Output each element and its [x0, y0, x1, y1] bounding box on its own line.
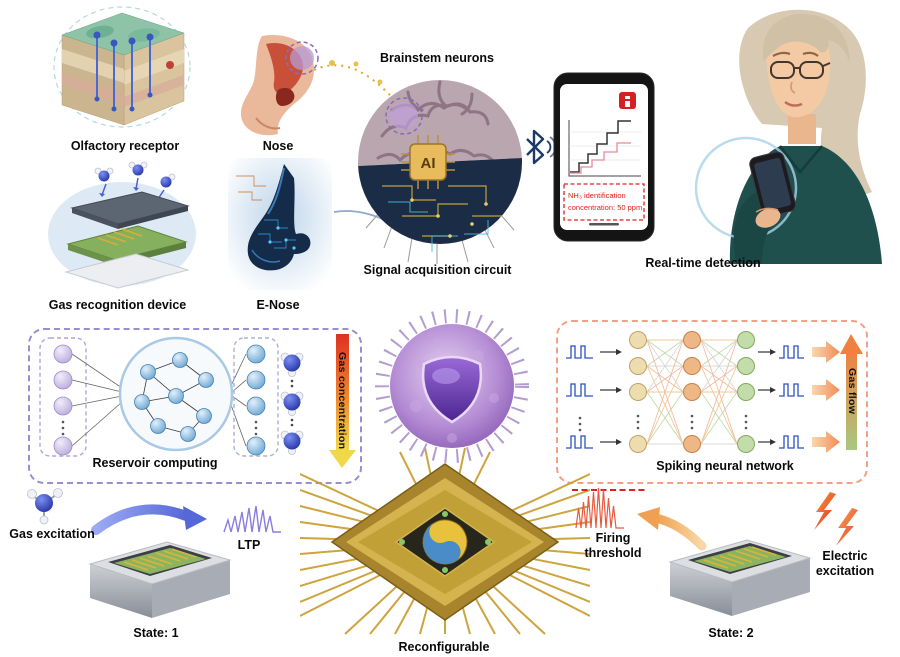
firing-spikes [572, 484, 652, 537]
gas-concentration-arrow [329, 334, 356, 468]
firing-threshold-line2: threshold [584, 545, 642, 560]
state2-label: State: 2 [708, 626, 754, 640]
realtime-detection-label: Real-time detection [645, 256, 761, 270]
ai-chip-label: AI [421, 155, 436, 172]
nose-illustration [232, 32, 328, 145]
nose-label: Nose [262, 139, 294, 153]
brain-circuit-illustration: AI [352, 66, 527, 271]
reconfigurable-chip-illustration [299, 446, 591, 641]
ltp-signal [222, 498, 302, 543]
reservoir-computing-label: Reservoir computing [92, 456, 218, 470]
nh3-alert-box: NH₃ identification concentration: 50 ppm [563, 183, 645, 221]
reconfigurable-label: Reconfigurable [398, 640, 490, 654]
enose-illustration [228, 158, 332, 295]
snn-label: Spiking neural network [656, 459, 794, 473]
olfactory-receptor-illustration [52, 5, 192, 142]
electric-feedback-arrow [651, 513, 707, 551]
yin-yang-icon [422, 519, 468, 565]
reservoir-diagram [39, 334, 356, 468]
gas-concentration-label: Gas concentration [336, 352, 348, 450]
olfactory-cell-illustration [368, 306, 536, 473]
electric-excitation-line2: excitation [815, 563, 875, 578]
electric-excitation-line1: Electric [822, 549, 868, 563]
gas-excitation-label: Gas excitation [9, 527, 95, 541]
input-nodes [53, 344, 73, 456]
gas-recognition-device-label: Gas recognition device [48, 298, 187, 312]
olfactory-receptor-label: Olfactory receptor [70, 139, 180, 153]
gas-recognition-device-illustration [46, 160, 202, 297]
woman-illustration [672, 2, 892, 269]
gas-flow-label: Gas flow [846, 368, 858, 415]
reservoir-nodes [134, 352, 214, 442]
state1-label: State: 1 [133, 626, 179, 640]
concentration-chart [568, 120, 641, 177]
reservoir-computing-panel [28, 328, 362, 484]
snn-layer-hidden [683, 331, 701, 453]
output-arrows [812, 341, 840, 453]
lightning-bolts-icon [808, 490, 868, 553]
snn-panel [556, 320, 868, 484]
firing-threshold-label: Firing threshold [573, 531, 653, 561]
snn-layer-input [629, 331, 647, 453]
firing-threshold-line1: Firing [595, 531, 631, 545]
ltp-label: LTP [237, 538, 261, 552]
sensor-device-state1 [72, 536, 237, 631]
phone: NH₃ identification concentration: 50 ppm [553, 72, 655, 247]
phone-alert-line2: concentration: 50 ppm [568, 203, 642, 212]
snn-layer-output [737, 331, 755, 453]
alert-app-icon [619, 92, 636, 109]
snn-diagram [566, 331, 863, 453]
gas-flow-arrow [840, 334, 863, 450]
gas-molecule [22, 486, 68, 531]
sensor-device-state2 [652, 534, 817, 629]
output-nodes [246, 344, 266, 456]
electric-excitation-label: Electric excitation [805, 549, 885, 579]
phone-alert-line1: NH₃ identification [568, 191, 626, 200]
input-spike-trains [566, 345, 593, 449]
enose-label: E-Nose [256, 298, 300, 312]
output-spike-trains [779, 345, 804, 449]
brainstem-neurons-label: Brainstem neurons [380, 51, 494, 65]
bluetooth-icon [519, 127, 557, 172]
nh3-molecules [280, 352, 304, 456]
handheld-phone [749, 151, 796, 218]
glasses [770, 61, 831, 79]
signal-acquisition-label: Signal acquisition circuit [363, 263, 512, 277]
ai-chip: AI [401, 135, 455, 189]
gas-excitation-arrow [91, 504, 191, 535]
